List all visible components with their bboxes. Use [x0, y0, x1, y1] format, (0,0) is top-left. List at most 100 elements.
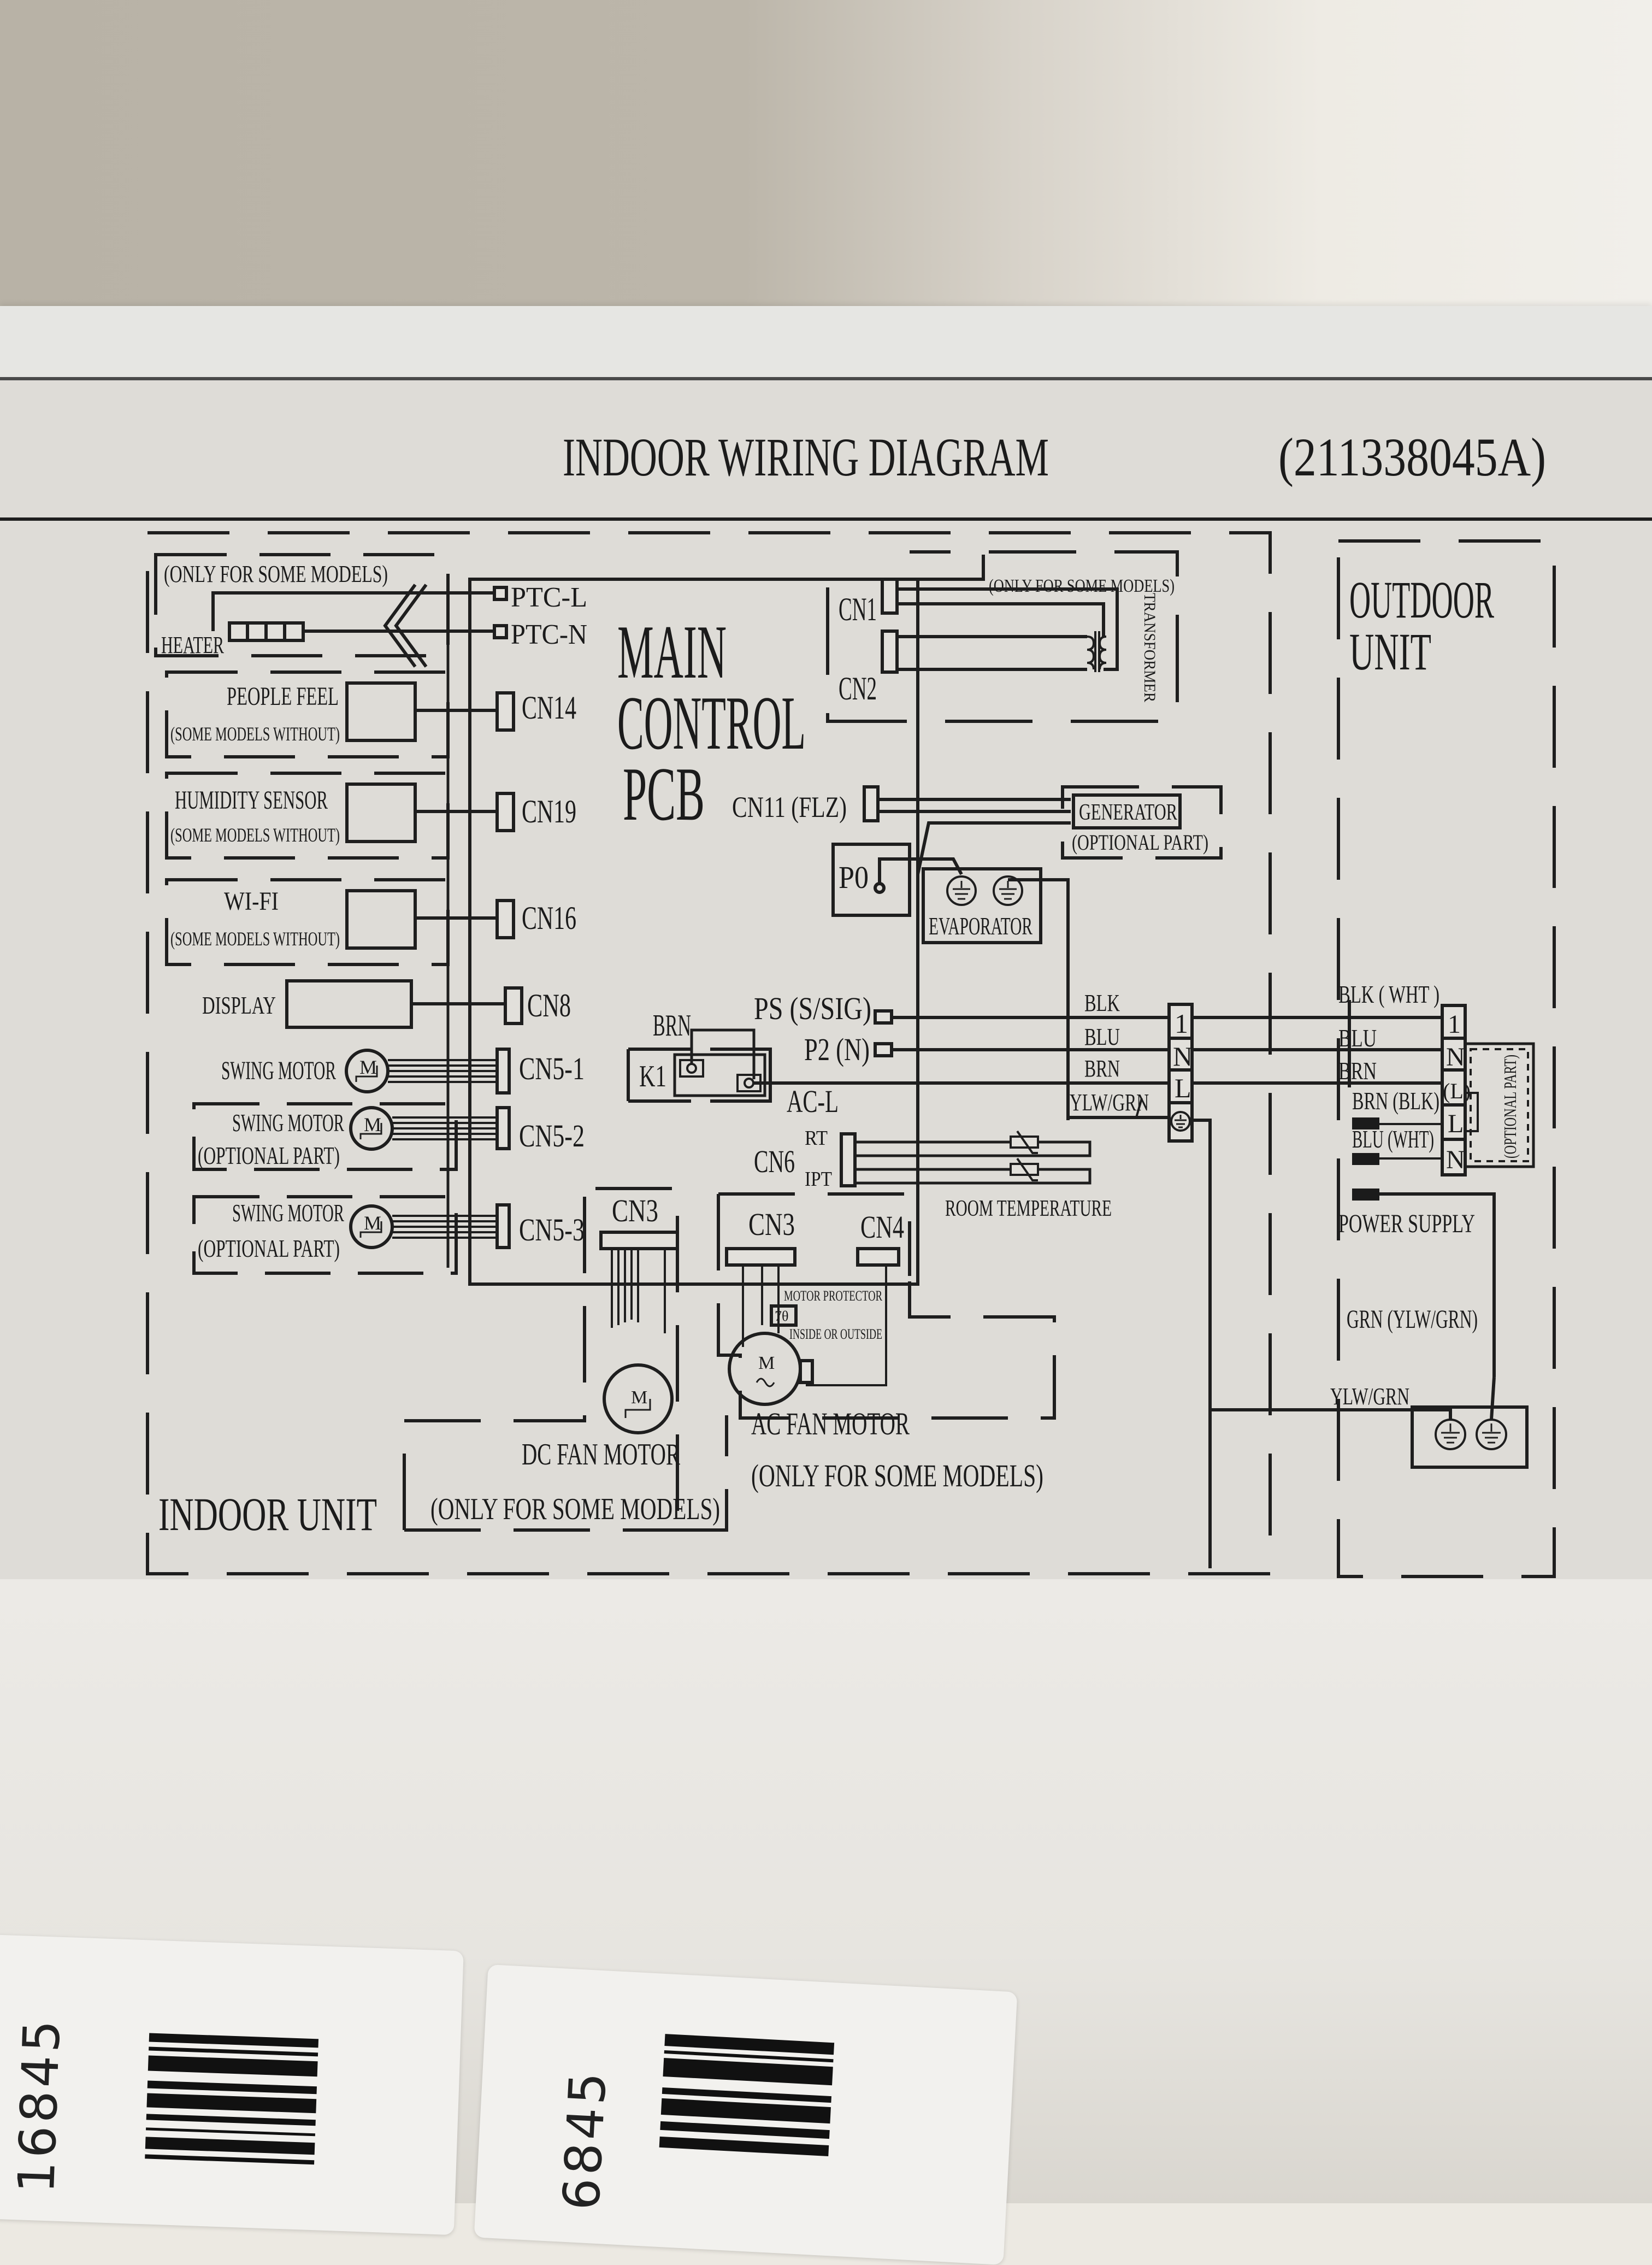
indoor-wire-brn: BRN [1084, 1055, 1120, 1082]
k1-brn-wire [690, 1028, 756, 1079]
indoor-wire-blk: BLK [1084, 990, 1120, 1016]
cn1-label: CN1 [839, 591, 877, 627]
heater-wire-l [211, 591, 497, 631]
k1-relay-box [628, 1048, 772, 1103]
cn11-connector [863, 785, 880, 822]
k1-brn-label: BRN [653, 1009, 691, 1043]
svg-text:M: M [758, 1353, 775, 1373]
p0-label: P0 [839, 860, 869, 895]
generator-optional-box [1061, 785, 1223, 860]
cn4-label: CN4 [860, 1209, 904, 1245]
outdoor-terminal-1: 1 [1448, 1010, 1461, 1039]
display-module [285, 979, 413, 1029]
ac-fan-motor: CN3 CN4 7θ MOTOR PROTECTOR INSIDE OR OUT… [717, 1192, 1056, 1493]
heater-element-icon [228, 621, 305, 642]
outdoor-unit-label-1: OUTDOOR [1349, 570, 1494, 629]
thermistor-icon-2 [1010, 1157, 1039, 1181]
p0-wire [878, 857, 963, 885]
p0-box [831, 843, 911, 917]
cn19-label: CN19 [522, 793, 576, 829]
p2-label: P2 (N) [804, 1032, 870, 1067]
barcode-sticker-left: 16845 [0, 1934, 464, 2235]
terminal-ground-icon [1170, 1111, 1191, 1132]
motor-protector-icon [770, 1304, 798, 1327]
cn2-label: CN2 [839, 670, 877, 707]
swing-motor-3: SWING MOTOR (OPTIONAL PART) M CN5-3 [192, 1195, 585, 1275]
wifi-box [165, 878, 450, 966]
swing-motor-2: SWING MOTOR (OPTIONAL PART) M CN5-2 [192, 1102, 585, 1171]
outdoor-terminal-l: L [1448, 1109, 1464, 1138]
cn5-2-connector [495, 1106, 511, 1150]
part-number: (211338045A) [1278, 427, 1546, 487]
outdoor-wire-blu-wht: BLU (WHT) [1352, 1125, 1434, 1153]
terminal-n: N [1173, 1041, 1193, 1072]
cn5-1-label: CN5-1 [519, 1051, 585, 1086]
cn8-label: CN8 [527, 987, 571, 1023]
ps-terminal [874, 1009, 893, 1025]
wifi-module [345, 889, 417, 950]
generator-label: GENERATOR [1079, 800, 1177, 825]
outdoor-ground-wire [1210, 1408, 1452, 1421]
ac-fan-motor-label: AC FAN MOTOR [751, 1406, 910, 1442]
people-feel-label: PEOPLE FEEL [227, 682, 339, 711]
humidity-module [345, 783, 417, 843]
cn5-3-label: CN5-3 [519, 1212, 585, 1248]
wifi-label: WI-FI [224, 887, 279, 916]
cn3-ac-connector [725, 1247, 796, 1267]
motor-protector-label: MOTOR PROTECTOR [784, 1288, 882, 1304]
ground-terminal-box [1411, 1405, 1529, 1469]
svg-text:M: M [359, 1056, 377, 1078]
grn-ylw-grn-label: GRN (YLW/GRN) [1347, 1305, 1478, 1334]
supply-plug-n-icon [1352, 1153, 1379, 1165]
dc-fan-motor-note: (ONLY FOR SOME MODELS) [430, 1492, 720, 1526]
svg-text:7θ: 7θ [775, 1308, 788, 1324]
ylw-grn-label: YLW/GRN [1330, 1383, 1409, 1410]
indoor-unit-label: INDOOR UNIT [158, 1488, 377, 1540]
people-feel-module [345, 681, 417, 742]
indoor-wire-blu: BLU [1084, 1023, 1120, 1050]
ac-l-label: AC-L [787, 1084, 839, 1119]
heater-plug-icon [394, 584, 428, 668]
cn14-label: CN14 [522, 690, 576, 726]
barcode-number-right: 6845 [552, 2067, 618, 2212]
ptc-n-terminal [493, 624, 508, 639]
swing-motor-2-label: SWING MOTOR [232, 1109, 344, 1137]
barcode-left [145, 2033, 319, 2165]
cn6-connector [840, 1132, 857, 1187]
generator-note: (OPTIONAL PART) [1072, 830, 1208, 855]
ground-terminal-icon-1 [1435, 1419, 1466, 1450]
outdoor-wire-blk: BLK ( WHT ) [1338, 980, 1439, 1008]
cn3-ac-label: CN3 [748, 1207, 795, 1242]
transformer-coil-icon [1087, 636, 1095, 670]
interconnect-ground-wire [1192, 1119, 1212, 1568]
swing-motor-3-note: (OPTIONAL PART) [198, 1234, 340, 1262]
swing-motor-2-note: (OPTIONAL PART) [198, 1142, 340, 1169]
outdoor-terminal-n2: N [1446, 1145, 1465, 1174]
indoor-terminal-block: BLK BLU BRN YLW/GRN 1 N L [1066, 990, 1194, 1143]
display-label: DISPLAY [202, 991, 276, 1019]
cn14-connector [495, 691, 515, 732]
humidity-label: HUMIDITY SENSOR [175, 786, 328, 815]
heater-plug-icon-2 [383, 584, 417, 668]
ptc-l-label: PTC-L [511, 582, 587, 613]
heater-note: (ONLY FOR SOME MODELS) [164, 561, 388, 587]
evaporator-label: EVAPORATOR [929, 912, 1032, 940]
k1-label: K1 [639, 1060, 666, 1093]
people-feel-box [165, 670, 450, 758]
svg-text:M: M [364, 1114, 381, 1136]
background-wall [0, 0, 1652, 350]
heater-label: HEATER [161, 632, 224, 658]
ground-terminal-icon-2 [1476, 1419, 1507, 1450]
cn6-ipt-label: IPT [805, 1168, 832, 1191]
p0-terminal-icon [874, 882, 886, 894]
cn5-2-label: CN5-2 [519, 1118, 585, 1154]
supply-plug-l-icon [1352, 1117, 1379, 1129]
power-supply-label: POWER SUPPLY [1338, 1209, 1475, 1238]
k1-terminal-icon-1 [686, 1063, 697, 1074]
ground-wire-ylw-grn [1066, 1017, 1169, 1119]
cn8-connector [504, 986, 523, 1025]
outdoor-wire-brn: BRN [1338, 1057, 1377, 1085]
barcode-sticker-right: 6845 [474, 1964, 1018, 2265]
transformer-label: TRANSFORMER [1141, 593, 1159, 702]
cn6-rt-label: RT [805, 1127, 828, 1150]
